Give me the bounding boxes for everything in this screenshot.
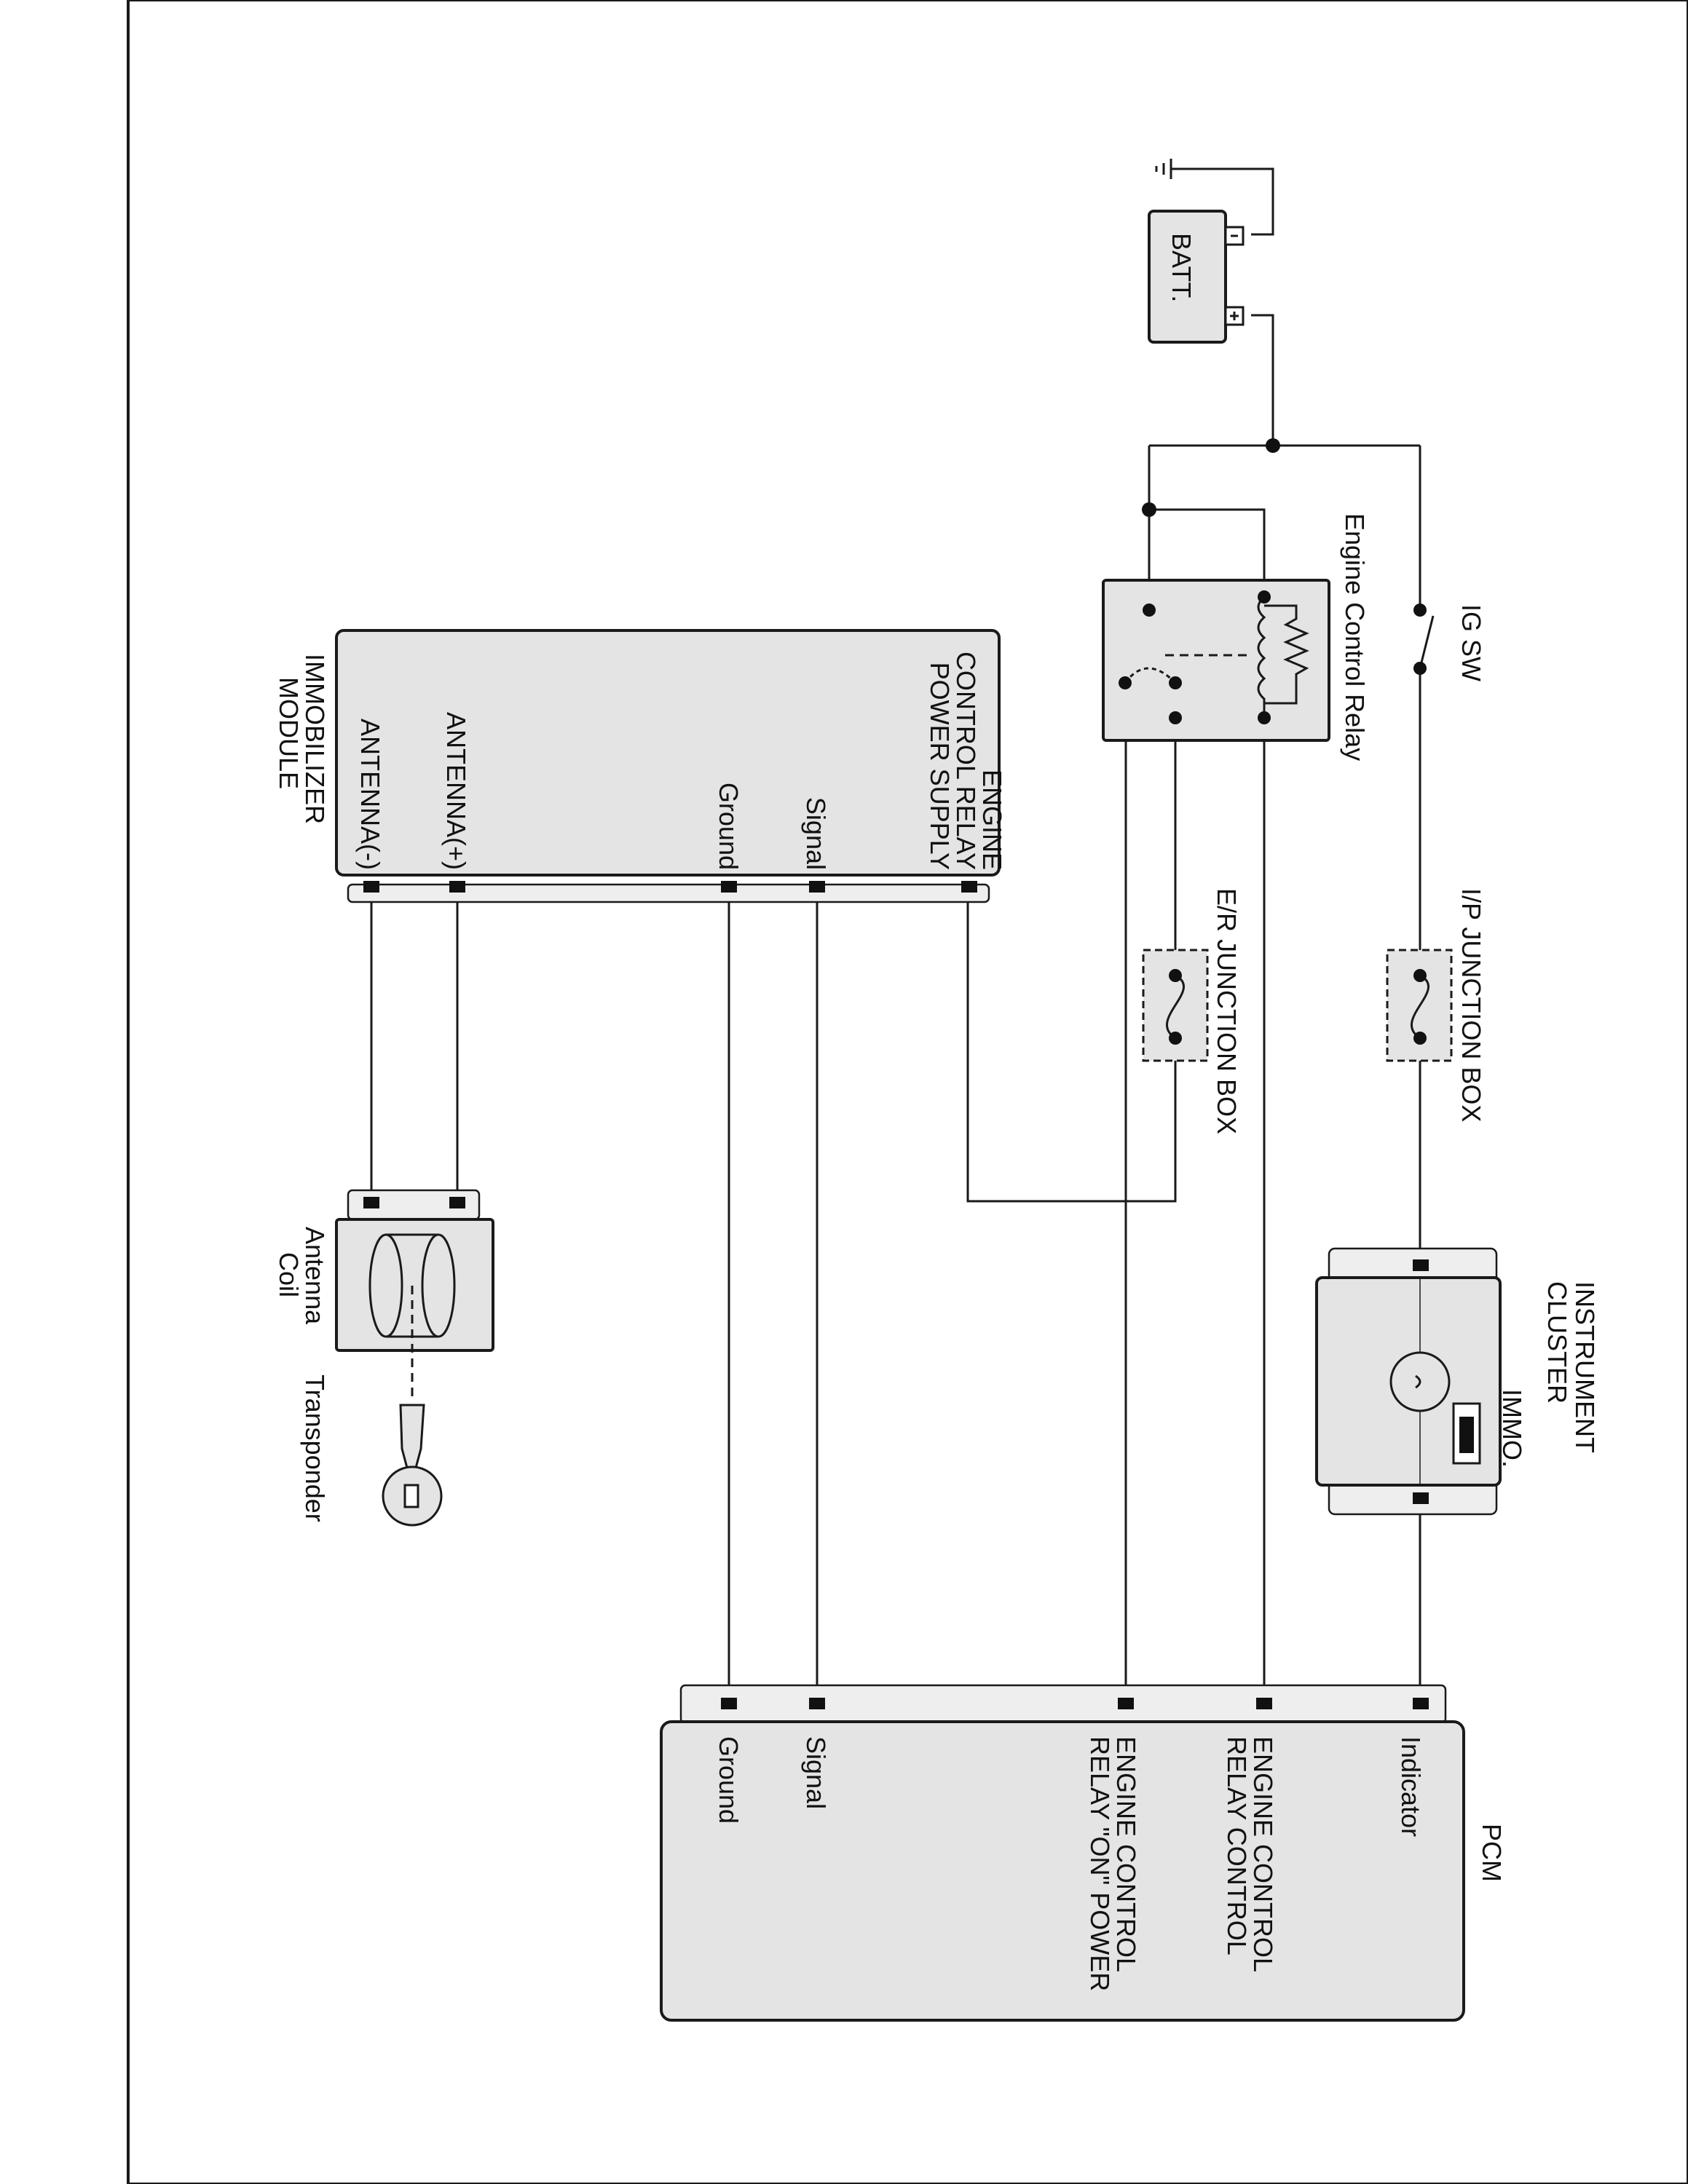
pcm-pin-ground-label: Ground <box>714 1736 744 1824</box>
key-icon <box>382 1404 443 1527</box>
ig-switch-contact <box>1413 662 1427 675</box>
ip-junction-box-label: I/P JUNCTION BOX <box>1456 888 1486 1122</box>
ip-junction-box: I/P JUNCTION BOX <box>1386 888 1486 1122</box>
ig-switch-label: IG SW <box>1456 604 1486 681</box>
antenna-coil-label-line-2: Coil <box>274 1252 304 1297</box>
transponder-label: Transponder <box>300 1374 330 1522</box>
pin-signal-label: Signal <box>801 797 831 870</box>
fuse-icon <box>1410 974 1430 1040</box>
pin-ground-label: Ground <box>714 783 744 870</box>
pin-ecr-power-supply-line-3: POWER SUPPLY <box>925 662 955 870</box>
junction-dot <box>1142 502 1156 517</box>
relay-resistor-icon <box>1264 604 1309 705</box>
cluster-label-line-2: CLUSTER <box>1542 1281 1572 1404</box>
pcm-pin-indicator-label: Indicator <box>1396 1736 1426 1837</box>
pcm-pin-relay-control-line-1: ENGINE CONTROL <box>1248 1736 1278 1972</box>
wires <box>370 167 1435 1704</box>
cluster-label-line-1: INSTRUMENT <box>1570 1281 1600 1453</box>
pin-antenna-minus-label: ANTENNA(-) <box>355 719 385 870</box>
antenna-coil-label-line-1: Antenna <box>300 1227 330 1325</box>
junction-dot <box>1266 438 1280 453</box>
coil-icon <box>368 1233 456 1338</box>
page-frame <box>127 0 1688 2184</box>
ground-icon <box>1155 159 1172 179</box>
pcm-pin-relay-control-line-2: RELAY CONTROL <box>1222 1736 1252 1955</box>
pin-ecr-power-supply-line-1: ENGINE <box>977 769 1007 870</box>
pcm-label: PCM <box>1477 1824 1507 1882</box>
relay-coil-icon <box>1257 596 1266 718</box>
er-junction-box: E/R JUNCTION BOX <box>1142 888 1242 1134</box>
battery-label: BATT. <box>1167 233 1196 302</box>
pcm-pin-signal-label: Signal <box>801 1736 831 1809</box>
pin-ecr-power-supply-line-2: CONTROL RELAY <box>951 652 981 870</box>
pcm-pin-relay-on-power-line-1: ENGINE CONTROL <box>1111 1736 1141 1972</box>
instrument-cluster: IMMO. INSTRUMENT CLUSTER <box>1315 1247 1600 1516</box>
immo-label: IMMO. <box>1497 1389 1527 1468</box>
engine-control-relay: Engine Control Relay <box>1102 513 1370 761</box>
pin-antenna-plus-label: ANTENNA(+) <box>441 712 471 870</box>
immobilizer-module-label-line-2: MODULE <box>274 677 304 789</box>
er-junction-box-label: E/R JUNCTION BOX <box>1212 888 1242 1134</box>
immobilizer-module-label-line-1: IMMOBILIZER <box>300 654 330 824</box>
engine-control-relay-label: Engine Control Relay <box>1340 513 1370 761</box>
pcm-pin-relay-on-power-line-2: RELAY "ON" POWER <box>1085 1736 1115 1991</box>
fuse-icon <box>1165 974 1186 1040</box>
pcm: PCM Indicator ENGINE CONTROL RELAY CONTR… <box>660 1684 1507 2022</box>
immobilizer-module: ENGINE CONTROL RELAY POWER SUPPLY Signal… <box>274 629 1007 903</box>
ig-switch-contact <box>1413 604 1427 617</box>
battery: BATT. <box>1148 210 1245 344</box>
antenna-coil: Antenna Coil <box>274 1189 494 1401</box>
